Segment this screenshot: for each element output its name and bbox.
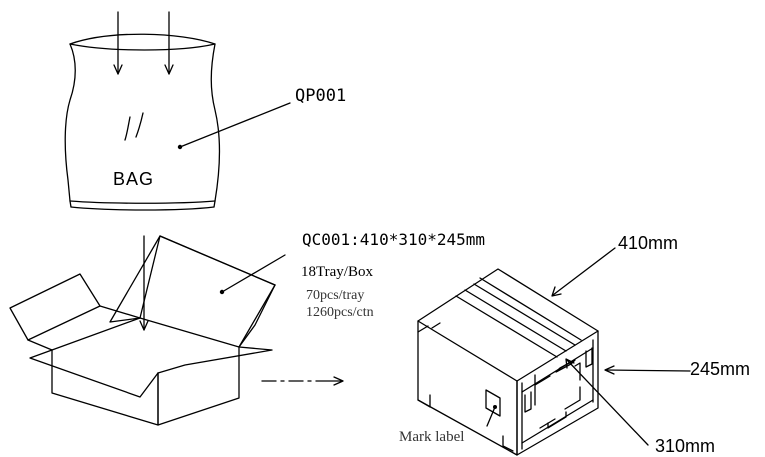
carton-leader-line bbox=[221, 254, 286, 293]
width-leader-line bbox=[566, 359, 649, 446]
height-leader-line bbox=[605, 369, 691, 372]
carton-code-label: QC001:410*310*245mm bbox=[302, 230, 486, 249]
length-leader-line bbox=[552, 247, 616, 296]
mark-label-leader bbox=[486, 406, 496, 427]
pcs-per-carton-label: 1260pcs/ctn bbox=[306, 305, 374, 320]
bag-shine-mark bbox=[124, 116, 131, 141]
bag-insert-arrows bbox=[113, 11, 174, 75]
open-carton-drawing bbox=[9, 235, 286, 426]
flow-arrow bbox=[261, 376, 344, 386]
trays-per-box-label: 18Tray/Box bbox=[301, 264, 373, 280]
bag-shine-mark bbox=[135, 112, 144, 138]
mark-label-box bbox=[485, 389, 501, 417]
bag-label: BAG bbox=[113, 169, 155, 189]
bag-leader-line bbox=[179, 102, 291, 148]
length-dimension-label: 410mm bbox=[618, 233, 679, 253]
width-dimension-label: 310mm bbox=[655, 436, 716, 456]
bag-drawing bbox=[64, 11, 291, 211]
mark-label-text: Mark label bbox=[399, 429, 465, 445]
bag-code-label: QP001 bbox=[295, 86, 347, 106]
height-dimension-label: 245mm bbox=[690, 359, 751, 379]
pcs-per-tray-label: 70pcs/tray bbox=[306, 288, 365, 303]
closed-carton-drawing bbox=[417, 247, 691, 456]
